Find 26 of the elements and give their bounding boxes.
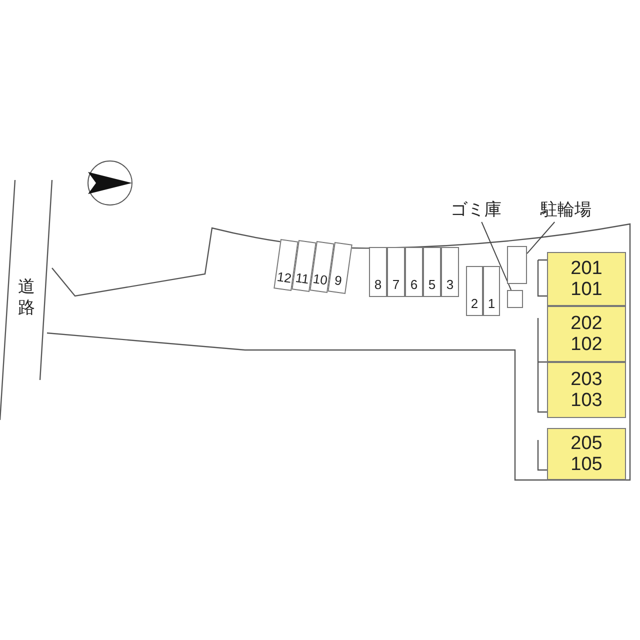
leader-line	[481, 222, 512, 290]
room-number: 102	[570, 334, 602, 355]
garbage-shed-box	[507, 290, 523, 308]
apartment-unit	[547, 428, 626, 480]
bicycle-parking-box	[507, 246, 527, 284]
apartment-unit	[547, 252, 626, 306]
leader-line	[526, 222, 556, 254]
room-number: 202	[570, 313, 602, 334]
road-name: 道路	[18, 276, 36, 318]
area-label: ゴミ庫	[443, 196, 509, 222]
parking-space: 2	[466, 266, 483, 316]
room-number: 105	[570, 454, 602, 475]
parking-space: 7	[387, 247, 405, 297]
room-number: 101	[570, 279, 602, 300]
room-number: 201	[570, 258, 602, 279]
parking-space: 8	[369, 247, 387, 297]
parking-space: 6	[405, 247, 423, 297]
apartment-unit	[547, 362, 626, 418]
area-label: 駐輪場	[528, 196, 604, 222]
parking-space: 5	[423, 247, 441, 297]
apartment-unit	[547, 306, 626, 362]
parking-space: 1	[483, 266, 500, 316]
room-number: 203	[570, 369, 602, 390]
room-number: 103	[570, 390, 602, 411]
room-number: 205	[570, 433, 602, 454]
parking-space: 3	[441, 247, 459, 297]
